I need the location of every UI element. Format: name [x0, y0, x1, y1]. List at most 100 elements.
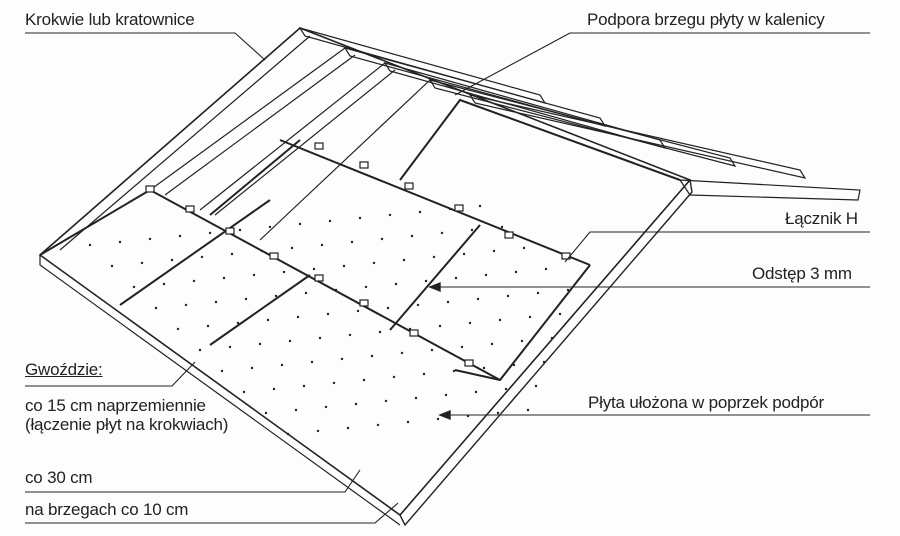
nail-dot [416, 303, 420, 307]
nail-dot [436, 417, 440, 421]
nail-dot [252, 273, 256, 277]
nail-dot [406, 420, 410, 424]
nail-dot [478, 204, 482, 208]
nail-dot [534, 384, 538, 388]
nail-dot [490, 342, 494, 346]
nail-dot [354, 402, 358, 406]
nail-dot [474, 390, 478, 394]
nail-dot [372, 261, 376, 265]
nail-dot [468, 321, 472, 325]
nail-dot [296, 315, 300, 319]
nail-dot [350, 240, 354, 244]
nail-dot [236, 321, 240, 325]
nail-dot [376, 423, 380, 427]
nail-dot [326, 312, 330, 316]
nail-dot [444, 393, 448, 397]
nail-dot [536, 291, 540, 295]
nail-dot [154, 306, 158, 310]
nail-dot [370, 354, 374, 358]
nail-dot [522, 246, 526, 250]
nail-dot [282, 270, 286, 274]
nail-dot [424, 279, 428, 283]
nail-dot [286, 432, 290, 436]
nail-dot [184, 303, 188, 307]
nail-dot [266, 318, 270, 322]
nail-dot [178, 234, 182, 238]
nail-dot [514, 270, 518, 274]
label-h-clip: Łącznik H [785, 209, 858, 228]
label-gap: Odstęp 3 mm [752, 264, 852, 283]
nail-dot [362, 378, 366, 382]
nail-dot [88, 243, 92, 247]
nail-dot [118, 240, 122, 244]
nail-dot [340, 357, 344, 361]
label-nails-30: co 30 cm [25, 468, 93, 487]
nail-dot [206, 324, 210, 328]
nail-dot [328, 219, 332, 223]
label-nails-title: Gwoździe: [25, 360, 103, 379]
label-panel: Płyta ułożona w poprzek podpór [588, 393, 824, 412]
nail-dot [520, 339, 524, 343]
nail-dot [274, 294, 278, 298]
nail-dot [250, 366, 254, 370]
nail-dot [384, 399, 388, 403]
label-nails-15-note: (łączenie płyt na krokwiach) [25, 415, 229, 434]
nail-dot [304, 291, 308, 295]
arrow-head [428, 281, 441, 293]
label-nails-15: co 15 cm naprzemiennie [25, 396, 206, 415]
nail-dot [162, 282, 166, 286]
nail-dot [380, 237, 384, 241]
nail-dot [496, 411, 500, 415]
nail-dot [346, 426, 350, 430]
nail-dot [492, 249, 496, 253]
nail-dot [438, 324, 442, 328]
nail-dot [318, 336, 322, 340]
nail-dot [462, 252, 466, 256]
nail-dot [290, 246, 294, 250]
nail-dot [394, 282, 398, 286]
nail-dot [364, 285, 368, 289]
nail-dot [200, 255, 204, 259]
nail-dot [544, 267, 548, 271]
roof-plane [38, 27, 692, 517]
nail-dot [312, 267, 316, 271]
nail-dot [542, 360, 546, 364]
nail-dot [170, 258, 174, 262]
nail-dot [358, 216, 362, 220]
nail-dot [392, 375, 396, 379]
nail-dot [528, 315, 532, 319]
nail-dot [410, 234, 414, 238]
nail-dot [208, 231, 212, 235]
nail-dot [550, 336, 554, 340]
nail-dot [110, 264, 114, 268]
label-ridge-support: Podpora brzegu płyty w kalenicy [587, 10, 825, 29]
nail-dot [414, 396, 418, 400]
nail-dot [324, 405, 328, 409]
nail-dot [228, 345, 232, 349]
nail-dot [452, 369, 456, 373]
nail-dot [418, 210, 422, 214]
nail-dot [198, 348, 202, 352]
nail-dot [242, 390, 246, 394]
nail-dot [378, 330, 382, 334]
nail-dot [476, 297, 480, 301]
rafters [39, 27, 861, 256]
nail-dot [460, 345, 464, 349]
nail-dot [220, 369, 224, 373]
nail-dot [258, 342, 262, 346]
nail-dot [264, 411, 268, 415]
nail-dot [482, 366, 486, 370]
leader-lines [25, 32, 870, 524]
nail-dot [272, 387, 276, 391]
nail-dot [506, 294, 510, 298]
nail-dot [260, 249, 264, 253]
nail-dot [332, 381, 336, 385]
nail-dot [316, 429, 320, 433]
nail-dot [408, 327, 412, 331]
nail-dot [238, 228, 242, 232]
nail-dot [440, 231, 444, 235]
nail-dot [132, 285, 136, 289]
nail-dot [526, 408, 530, 412]
